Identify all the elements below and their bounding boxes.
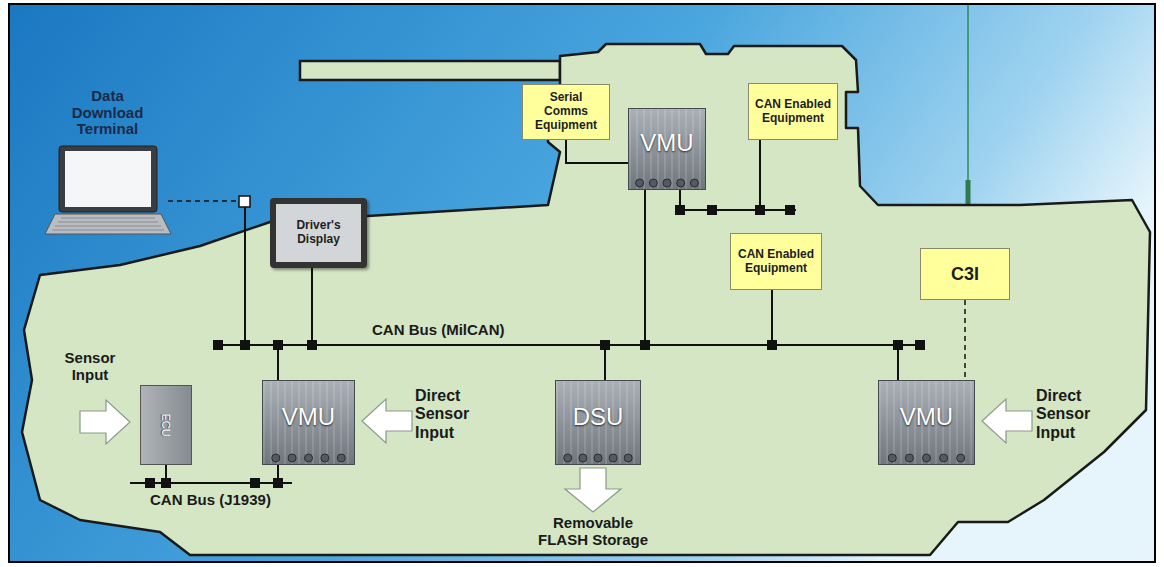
bus-connector	[566, 140, 628, 163]
connector-row	[879, 452, 974, 464]
vmu-unit: VMU	[262, 380, 355, 465]
tank-hull	[22, 44, 1150, 555]
node-text: ECU	[160, 413, 172, 436]
bus-or-signal-label: CAN Bus (MilCAN)	[372, 321, 542, 338]
node-text: CAN Enabled Equipment	[754, 98, 832, 126]
c3i-box: C3I	[920, 248, 1010, 300]
dsu-unit: DSU	[555, 380, 641, 465]
equipment-box: CAN Enabled Equipment	[730, 233, 822, 290]
bus-or-signal-label: Sensor Input	[48, 349, 132, 384]
equipment-box: CAN Enabled Equipment	[748, 83, 838, 140]
gun-barrel	[300, 61, 560, 80]
ecu-unit: ECU	[140, 385, 192, 465]
node-text: Serial Comms Equipment	[528, 91, 604, 132]
bus-connector	[964, 300, 966, 380]
node-text: CAN Enabled Equipment	[736, 248, 816, 276]
node-text: VMU	[282, 403, 335, 431]
connector-row	[263, 452, 354, 464]
bus-or-signal-label: Direct Sensor Input	[1036, 387, 1116, 442]
antenna	[967, 5, 969, 190]
equipment-box: Serial Comms Equipment	[522, 84, 610, 140]
milcan-bus	[214, 190, 925, 380]
laptop-icon	[43, 144, 173, 240]
node-text: VMU	[900, 403, 953, 431]
bus-or-signal-label: Removable FLASH Storage	[528, 514, 658, 549]
driver-display: Driver's Display	[270, 198, 367, 268]
node-text: Data Download Terminal	[60, 88, 156, 138]
vmu-unit: VMU	[878, 380, 975, 465]
background-panel	[9, 4, 1155, 562]
bus-connector	[166, 465, 278, 483]
download-terminal: Data Download Terminal	[40, 88, 175, 260]
node-text: Driver's Display	[278, 219, 359, 247]
download-port	[239, 196, 250, 207]
node-text: DSU	[573, 403, 624, 431]
node-text: VMU	[640, 129, 693, 157]
connector-row	[556, 452, 640, 464]
bus-or-signal-label: Direct Sensor Input	[415, 387, 493, 442]
download-link	[168, 200, 239, 202]
vmu-unit: VMU	[628, 108, 706, 190]
connector-row	[629, 177, 705, 189]
bus-or-signal-label: CAN Bus (J1939)	[150, 491, 290, 508]
node-text: C3I	[951, 264, 979, 285]
